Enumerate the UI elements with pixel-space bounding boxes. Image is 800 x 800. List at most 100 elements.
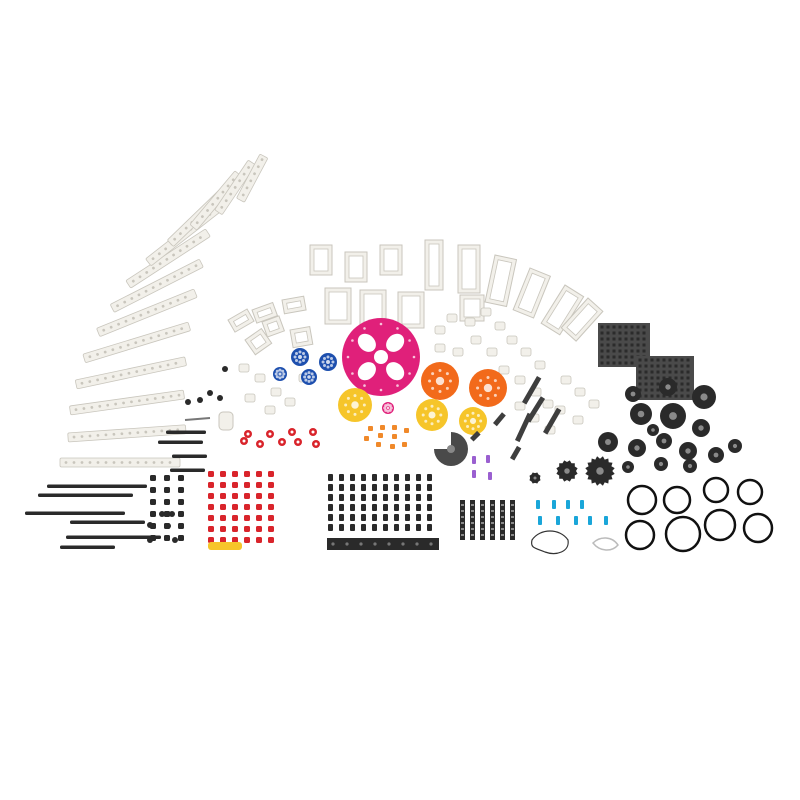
chain-link: [481, 516, 484, 518]
red-peg: [268, 493, 274, 499]
beam-hole: [111, 375, 115, 378]
plate-hole: [656, 358, 660, 362]
white-connector: [486, 347, 498, 357]
pulley-hole: [275, 375, 279, 379]
plate-hole: [636, 325, 640, 329]
beam-hole: [126, 343, 130, 347]
plate-hole: [630, 325, 634, 329]
purple-pin: [472, 456, 476, 464]
pulley-hub: [658, 461, 664, 467]
black-peg: [383, 484, 388, 491]
pulley-hole: [344, 403, 348, 407]
straight-beam: [125, 229, 211, 289]
yellow-pulley: [416, 399, 448, 431]
plate-hole: [618, 337, 622, 341]
black-clip: [197, 397, 203, 403]
pulley-hub: [661, 438, 667, 444]
connector-body: [514, 401, 526, 411]
pulley-hub: [732, 443, 738, 449]
black-coupler: [178, 475, 184, 481]
red-peg: [208, 504, 214, 510]
metal-axle: [184, 417, 211, 421]
frame-inner: [286, 300, 302, 310]
plate-hole: [642, 349, 646, 353]
beam-hole: [195, 221, 199, 225]
pulley-hole: [436, 407, 440, 411]
black-peg: [372, 494, 377, 501]
plate-hole: [686, 382, 690, 386]
red-peg: [232, 504, 238, 510]
straight-beam: [69, 389, 185, 416]
orange-peg: [402, 442, 407, 447]
connector-body: [588, 399, 600, 409]
orange-peg: [392, 425, 397, 430]
pulley-hole: [304, 378, 308, 382]
black-peg: [339, 494, 344, 501]
white-connector: [254, 373, 266, 383]
black-peg: [361, 524, 366, 531]
red-peg: [268, 537, 274, 543]
connector-body: [560, 375, 572, 385]
white-connector: [480, 307, 492, 317]
white-connector: [452, 347, 464, 357]
plate-hole: [656, 394, 660, 398]
connector-body: [452, 347, 464, 357]
black-peg: [427, 524, 432, 531]
chain-link: [471, 504, 474, 506]
pulley-hole: [479, 393, 483, 397]
black-peg: [394, 494, 399, 501]
plate-hole: [650, 358, 654, 362]
rubber-ring: [664, 515, 702, 553]
white-connector: [542, 399, 554, 409]
beam-hole: [74, 408, 78, 412]
frame-inner: [401, 295, 421, 325]
pulley-hub: [326, 360, 330, 364]
beam-hole: [117, 322, 120, 326]
plate-hole: [674, 370, 678, 374]
orange-peg: [364, 436, 369, 441]
cyan-pin: [536, 500, 540, 509]
pulley-hole: [476, 386, 480, 390]
beam-hole: [96, 378, 100, 382]
plate-hole: [686, 394, 690, 398]
red-peg: [256, 526, 262, 532]
black-axle: [66, 535, 161, 539]
beam-hole: [242, 172, 246, 176]
connector-hole: [314, 442, 318, 446]
pulley-hole: [330, 364, 334, 368]
pulley-hub: [605, 439, 611, 445]
beam-hole: [124, 319, 128, 323]
beam-hole: [157, 334, 161, 338]
red-peg: [232, 493, 238, 499]
black-coupler: [150, 499, 156, 505]
beam-body: [67, 424, 187, 443]
frame-inner: [313, 248, 329, 272]
plate-hole: [624, 325, 628, 329]
plate-hole: [686, 364, 690, 368]
pulley-hole: [322, 364, 326, 368]
yellow-pulley: [459, 407, 487, 435]
frame-plate: [560, 297, 604, 342]
black-gear: [556, 460, 578, 482]
beam-hole: [98, 404, 102, 408]
pulley-hole: [386, 409, 390, 413]
beam-hole: [104, 433, 108, 437]
black-peg: [372, 514, 377, 521]
plate-hole: [638, 388, 642, 392]
straight-beam: [82, 321, 191, 363]
grey-beam: [493, 412, 506, 427]
pulley-hole: [471, 411, 475, 415]
beam-hole: [120, 432, 124, 436]
cyan-pin: [588, 516, 592, 525]
connector-body: [514, 375, 526, 385]
pulley-hole: [307, 371, 311, 375]
beam-hole: [166, 278, 169, 282]
beam-hole: [194, 264, 198, 268]
black-coupler: [150, 475, 156, 481]
black-coupler: [178, 487, 184, 493]
plate-hole: [638, 376, 642, 380]
chain-strip: [480, 500, 485, 540]
black-peg: [394, 504, 399, 511]
beam-hole: [72, 461, 76, 464]
